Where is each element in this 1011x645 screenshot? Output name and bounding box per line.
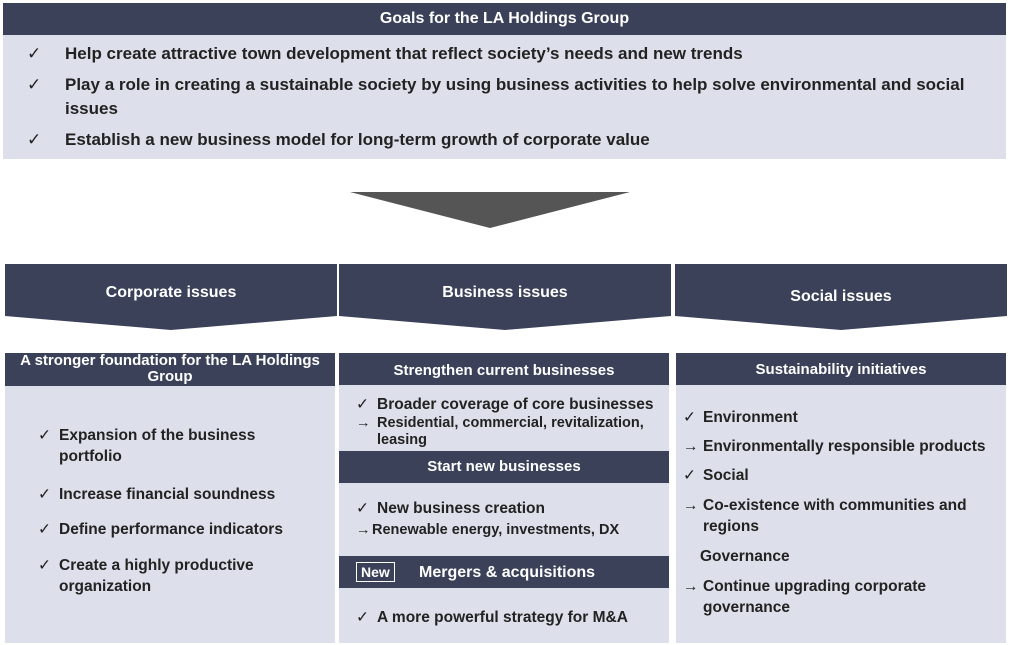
goals-panel: Goals for the LA Holdings Group ✓ Help c… xyxy=(3,3,1006,159)
sustainability-bar: Sustainability initiatives xyxy=(676,353,1006,385)
corporate-bar: A stronger foundation for the LA Holding… xyxy=(5,353,335,386)
pentagon-arrow-shape xyxy=(339,264,671,330)
goal-item: ✓ Play a role in creating a sustainable … xyxy=(27,73,987,121)
corporate-panel xyxy=(5,353,335,643)
check-icon: ✓ xyxy=(356,500,369,517)
column-header-label: Business issues xyxy=(442,284,568,301)
check-icon: ✓ xyxy=(683,409,696,426)
down-arrow-icon xyxy=(350,192,630,228)
goal-text: Help create attractive town development … xyxy=(65,44,743,63)
column-header-business: Business issues xyxy=(339,264,671,330)
pentagon-arrow-shape xyxy=(5,264,337,330)
goals-title: Goals for the LA Holdings Group xyxy=(3,3,1006,35)
business-panel xyxy=(339,353,669,643)
column-header-label: Corporate issues xyxy=(105,284,237,301)
arrow-right-icon: → xyxy=(356,522,371,538)
column-header-corporate: Corporate issues xyxy=(5,264,337,330)
list-item-governance: Governance xyxy=(700,548,790,565)
goal-text: Establish a new business model for long-… xyxy=(65,130,650,149)
goal-item: ✓ Help create attractive town developmen… xyxy=(27,42,987,66)
arrow-right-icon: → xyxy=(683,497,699,514)
check-icon: ✓ xyxy=(356,609,369,626)
start-new-bar: Start new businesses xyxy=(339,451,669,483)
check-icon: ✓ xyxy=(356,396,369,413)
arrow-right-icon: → xyxy=(356,415,371,431)
check-icon: ✓ xyxy=(27,44,42,63)
arrow-right-icon: → xyxy=(683,438,699,455)
arrow-right-icon: → xyxy=(683,578,699,595)
check-icon: ✓ xyxy=(38,521,51,538)
check-icon: ✓ xyxy=(38,486,51,503)
check-icon: ✓ xyxy=(38,427,51,444)
check-icon: ✓ xyxy=(27,130,42,149)
check-icon: ✓ xyxy=(38,557,51,574)
check-icon: ✓ xyxy=(27,75,42,94)
goal-item: ✓ Establish a new business model for lon… xyxy=(27,128,987,152)
new-badge: New xyxy=(356,562,395,582)
strengthen-current-bar: Strengthen current businesses xyxy=(339,353,669,385)
goal-text: Play a role in creating a sustainable so… xyxy=(65,75,965,118)
pentagon-arrow-shape xyxy=(675,264,1007,330)
check-icon: ✓ xyxy=(683,467,696,484)
mergers-bar: New Mergers & acquisitions xyxy=(339,556,669,588)
mergers-bar-label: Mergers & acquisitions xyxy=(419,564,596,581)
social-panel xyxy=(676,353,1006,643)
column-header-label: Social issues xyxy=(790,288,892,305)
column-header-social: Social issues xyxy=(675,264,1007,330)
